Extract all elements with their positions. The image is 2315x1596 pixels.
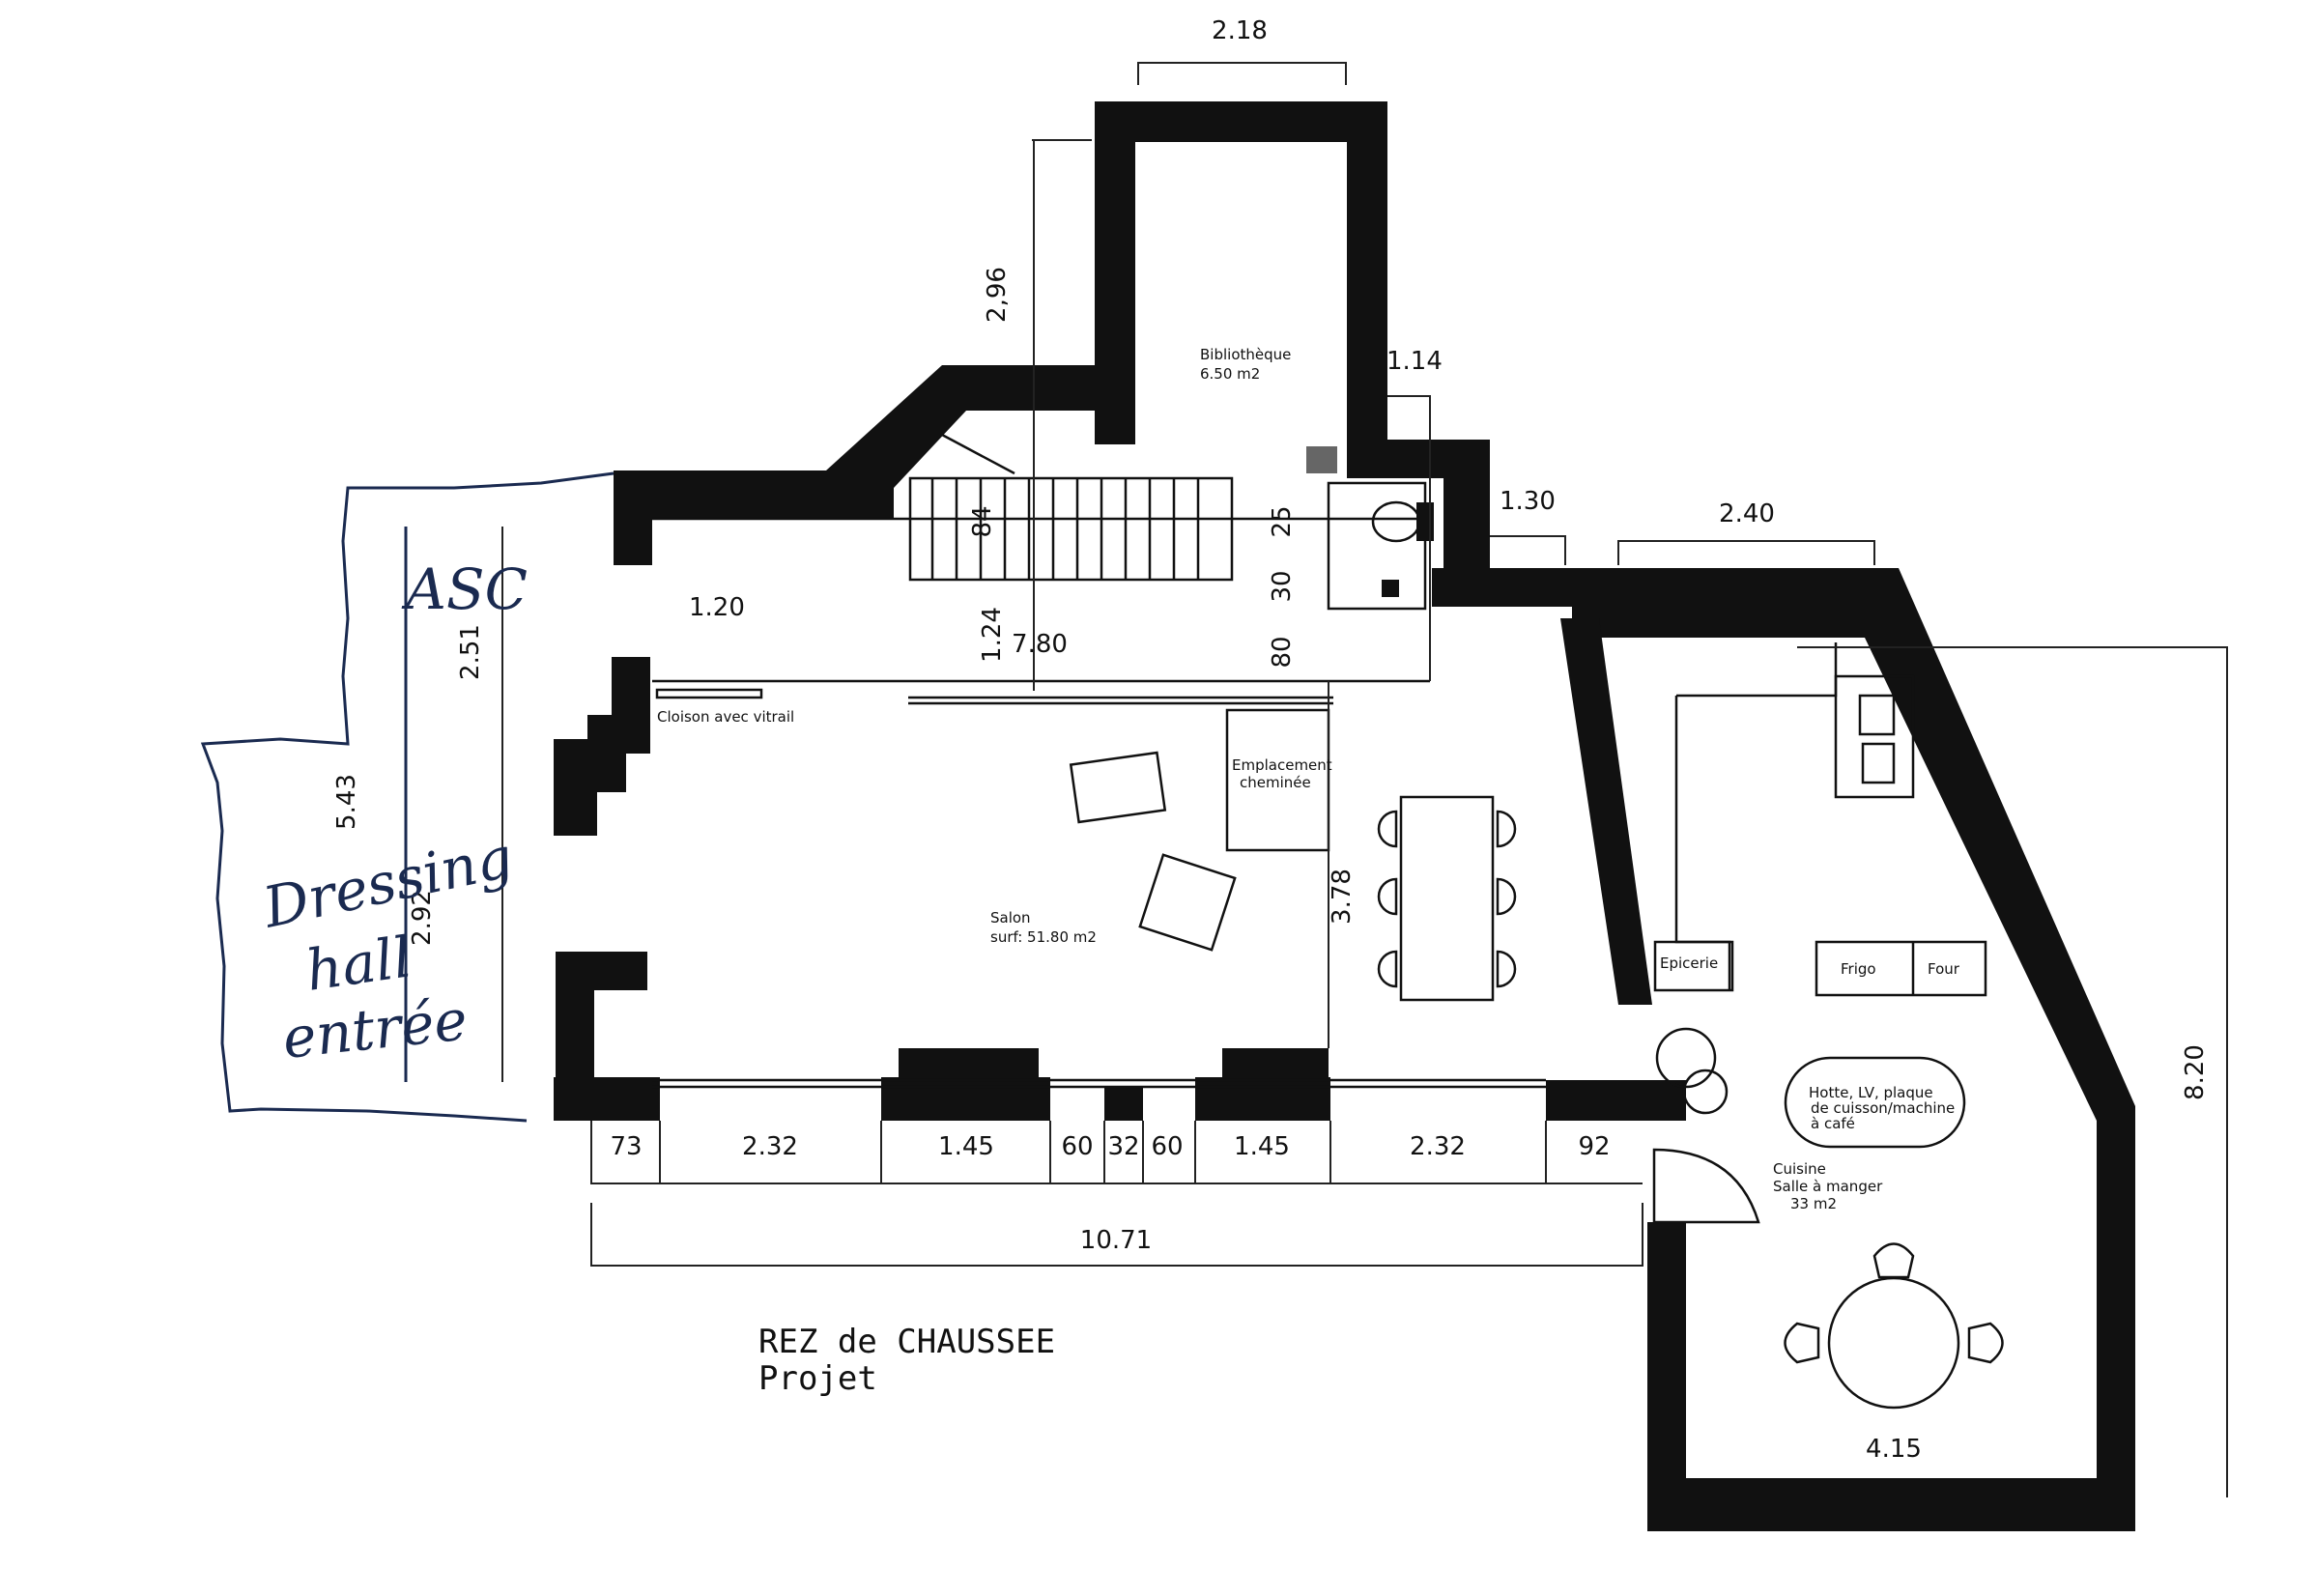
dim-4-15: 4.15 <box>1866 1435 1922 1464</box>
dim-80: 80 <box>1268 636 1297 668</box>
entree-handwritten: entrée <box>279 986 470 1071</box>
dim-8-20: 8.20 <box>2181 1044 2210 1100</box>
walls <box>554 101 2135 1531</box>
dim-10-71: 10.71 <box>1080 1226 1152 1255</box>
dressing-handwritten: Dressing <box>257 824 519 941</box>
dim-2-40: 2.40 <box>1719 499 1775 528</box>
chain-dim: 60 <box>1061 1132 1093 1161</box>
dim-2-51: 2.51 <box>456 624 485 680</box>
bibliotheque-area: 6.50 m2 <box>1200 365 1260 383</box>
hall-handwritten: hall <box>301 924 414 1004</box>
dim-2-18: 2.18 <box>1212 16 1268 45</box>
cheminee-label-2: cheminée <box>1240 774 1311 791</box>
dim-1-20: 1.20 <box>689 593 745 622</box>
cuisine-label-2: Salle à manger <box>1773 1178 1883 1195</box>
dim-84: 84 <box>968 505 997 537</box>
chain-dim: 32 <box>1107 1132 1139 1161</box>
plan-subtitle: Projet <box>758 1359 877 1398</box>
ilot-label-2: de cuisson/machine <box>1811 1099 1955 1117</box>
bottom-dimension-chain: 73 2.32 1.45 60 32 60 1.45 2.32 92 <box>610 1132 1610 1161</box>
asc-handwritten: ASC <box>401 556 528 622</box>
dim-7-80: 7.80 <box>1012 630 1068 659</box>
ilot-label-1: Hotte, LV, plaque <box>1809 1084 1933 1101</box>
dimension-lines <box>501 62 2228 1497</box>
dining-chairs <box>1377 810 1517 988</box>
epicerie-label: Epicerie <box>1660 955 1718 972</box>
staircase-steps <box>930 478 1200 580</box>
interior-lines <box>652 433 2004 1410</box>
salon-label: Salon <box>990 909 1031 926</box>
dim-3-78: 3.78 <box>1328 869 1357 925</box>
plan-title: REZ de CHAUSSEE <box>758 1323 1055 1361</box>
chain-dim: 73 <box>610 1132 642 1161</box>
handwritten-sketch <box>200 471 614 1123</box>
cloison-label: Cloison avec vitrail <box>657 708 794 726</box>
chain-dim: 92 <box>1578 1132 1610 1161</box>
chain-dim: 2.32 <box>1410 1132 1466 1161</box>
dim-30: 30 <box>1268 570 1297 602</box>
dim-5-43: 5.43 <box>332 774 361 830</box>
frigo-label: Frigo <box>1841 960 1876 978</box>
dim-2-96: 2,96 <box>983 267 1012 323</box>
bottom-chain-ticks <box>659 1121 1547 1183</box>
chain-dim: 60 <box>1151 1132 1183 1161</box>
dim-1-24: 1.24 <box>978 607 1007 663</box>
chain-dim: 1.45 <box>1234 1132 1290 1161</box>
dim-1-14: 1.14 <box>1386 347 1443 376</box>
dim-25: 25 <box>1268 505 1297 537</box>
cheminee-label-1: Emplacement <box>1232 756 1332 774</box>
dim-1-30: 1.30 <box>1500 487 1556 516</box>
cuisine-label-3: 33 m2 <box>1790 1195 1837 1212</box>
cuisine-label-1: Cuisine <box>1773 1160 1826 1178</box>
dim-2-92: 2.92 <box>408 890 437 946</box>
bibliotheque-label: Bibliothèque <box>1200 346 1291 363</box>
four-label: Four <box>1928 960 1960 978</box>
chain-dim: 2.32 <box>742 1132 798 1161</box>
salon-area: surf: 51.80 m2 <box>990 928 1097 946</box>
ilot-label-3: à café <box>1811 1115 1855 1132</box>
chain-dim: 1.45 <box>938 1132 994 1161</box>
